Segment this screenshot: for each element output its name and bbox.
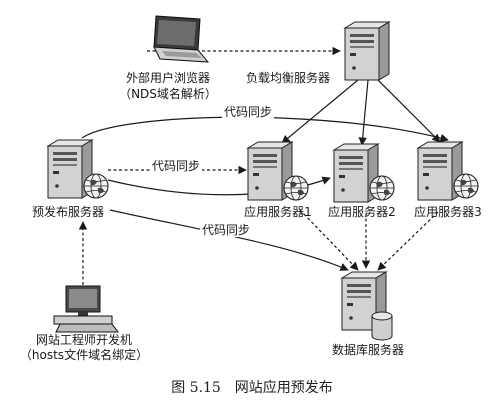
user-browser-label: 外部用户浏览器 xyxy=(126,70,210,85)
edge-app3-to-db xyxy=(377,211,439,271)
dev-machine-sublabel: （hosts文件域名绑定） xyxy=(20,347,148,362)
pre-release-node: 预发布服务器 xyxy=(32,139,109,219)
edge-label-sync-mid: 代码同步 xyxy=(152,159,200,173)
edge-app1-to-db xyxy=(299,209,359,271)
app-server-1-node: 应用服务器1 xyxy=(244,141,312,219)
load-balancer-node: 负载均衡服务器 xyxy=(246,21,390,85)
laptop-icon xyxy=(153,15,210,63)
globe-icon xyxy=(369,175,395,201)
app-server-1-label: 应用服务器1 xyxy=(244,204,312,219)
user-browser-node: 外部用户浏览器 （NDS域名解析） xyxy=(119,15,217,101)
edge-label-sync-low: 代码同步 xyxy=(202,223,250,237)
globe-icon xyxy=(83,173,109,199)
globe-icon xyxy=(283,175,309,201)
dev-machine-label: 网站工程师开发机 xyxy=(36,332,132,347)
database-label: 数据库服务器 xyxy=(332,342,404,357)
user-browser-sublabel: （NDS域名解析） xyxy=(119,86,217,101)
edge-lb-to-app3 xyxy=(377,79,441,143)
app-server-3-label: 应用服务器3 xyxy=(414,204,482,219)
edge-sync-low xyxy=(109,209,349,271)
figure-caption: 图 5.15 网站应用预发布 xyxy=(171,379,333,396)
edge-lb-to-app1 xyxy=(281,79,359,144)
desktop-computer-icon xyxy=(53,285,119,333)
app-server-2-node: 应用服务器2 xyxy=(328,143,396,219)
server-icon xyxy=(344,21,390,81)
database-cylinder-icon xyxy=(371,311,393,341)
globe-icon xyxy=(453,173,479,199)
edge-label-sync-top: 代码同步 xyxy=(224,105,272,119)
dev-machine-node: 网站工程师开发机 （hosts文件域名绑定） xyxy=(20,285,148,362)
app-server-3-node: 应用服务器3 xyxy=(414,141,482,219)
edge-lb-to-app2 xyxy=(358,79,369,146)
pre-release-label: 预发布服务器 xyxy=(32,204,104,219)
load-balancer-label: 负载均衡服务器 xyxy=(246,70,330,85)
app-server-2-label: 应用服务器2 xyxy=(328,204,396,219)
database-node: 数据库服务器 xyxy=(332,271,404,357)
edge-sync-top xyxy=(81,116,449,143)
